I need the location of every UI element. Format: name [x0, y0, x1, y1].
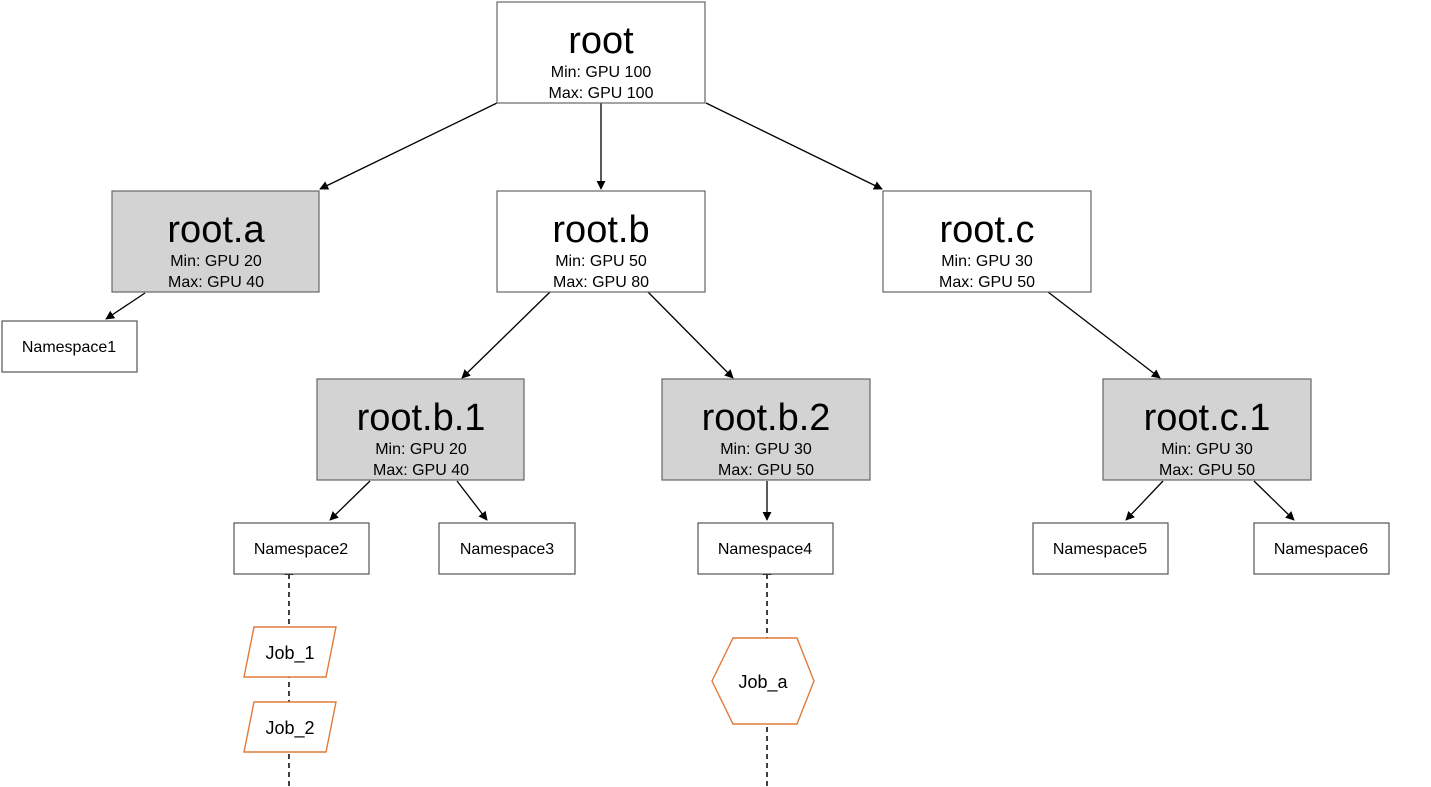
- edge-root-c1-to-namespace5: [1125, 480, 1164, 521]
- queue-root-name: root: [568, 20, 634, 62]
- queue-root-b-1-max: Max: GPU 40: [373, 462, 469, 479]
- queue-root-c-1[interactable]: root.c.1 Min: GPU 30 Max: GPU 50: [1102, 378, 1312, 481]
- edge-root-to-root-c: [705, 102, 883, 190]
- queue-root-c-1-min: Min: GPU 30: [1161, 441, 1253, 458]
- queue-root-a-min: Min: GPU 20: [170, 253, 262, 270]
- edge-root-to-root-a: [319, 102, 498, 190]
- queue-root-a-max: Max: GPU 40: [168, 274, 264, 291]
- namespace-6-label: Namespace6: [1274, 541, 1368, 558]
- queue-root[interactable]: root Min: GPU 100 Max: GPU 100: [496, 1, 706, 104]
- namespace-2-label: Namespace2: [254, 541, 348, 558]
- job-edges: [284, 566, 772, 786]
- job-2[interactable]: Job_2: [243, 701, 337, 753]
- queue-root-c-max: Max: GPU 50: [939, 274, 1035, 291]
- edge-root-b-to-root-b1: [461, 291, 551, 379]
- namespace-3-label: Namespace3: [460, 541, 554, 558]
- queue-root-b-2[interactable]: root.b.2 Min: GPU 30 Max: GPU 50: [661, 378, 871, 481]
- queue-root-c-name: root.c: [939, 209, 1034, 251]
- edge-root-a-to-namespace1: [105, 292, 146, 320]
- job-2-label: Job_2: [265, 718, 314, 739]
- queue-root-c-min: Min: GPU 30: [941, 253, 1033, 270]
- edge-root-b1-to-namespace3: [456, 480, 488, 521]
- queue-root-c-1-max: Max: GPU 50: [1159, 462, 1255, 479]
- namespace-5[interactable]: Namespace5: [1032, 522, 1169, 575]
- edge-root-c-to-root-c1: [1047, 291, 1161, 379]
- queue-root-b-2-min: Min: GPU 30: [720, 441, 812, 458]
- job-a-label: Job_a: [738, 672, 788, 693]
- queue-root-b-2-name: root.b.2: [702, 397, 831, 439]
- queue-root-b-1[interactable]: root.b.1 Min: GPU 20 Max: GPU 40: [316, 378, 525, 481]
- queue-root-c[interactable]: root.c Min: GPU 30 Max: GPU 50: [882, 190, 1092, 293]
- edges: [105, 102, 1295, 521]
- queue-root-b-2-max: Max: GPU 50: [718, 462, 814, 479]
- job-1-label: Job_1: [265, 643, 314, 664]
- queue-root-a[interactable]: root.a Min: GPU 20 Max: GPU 40: [111, 190, 320, 293]
- edge-root-b1-to-namespace2: [329, 480, 371, 521]
- queue-root-b-1-name: root.b.1: [357, 397, 486, 439]
- queue-root-b-name: root.b: [552, 209, 649, 251]
- namespace-6[interactable]: Namespace6: [1253, 522, 1390, 575]
- queue-root-b[interactable]: root.b Min: GPU 50 Max: GPU 80: [496, 190, 706, 293]
- edge-root-b-to-root-b2: [647, 291, 734, 379]
- queue-root-a-name: root.a: [167, 209, 265, 251]
- namespace-1[interactable]: Namespace1: [1, 320, 138, 373]
- job-a[interactable]: Job_a: [711, 637, 815, 725]
- namespace-4-label: Namespace4: [718, 541, 812, 558]
- namespace-3[interactable]: Namespace3: [438, 522, 576, 575]
- edge-root-c1-to-namespace6: [1253, 480, 1295, 521]
- queue-root-max: Max: GPU 100: [549, 85, 654, 102]
- queue-root-b-1-min: Min: GPU 20: [375, 441, 467, 458]
- queue-root-min: Min: GPU 100: [551, 64, 652, 81]
- namespace-2[interactable]: Namespace2: [233, 522, 370, 575]
- namespace-4[interactable]: Namespace4: [697, 522, 834, 575]
- namespace-1-label: Namespace1: [22, 339, 116, 356]
- namespace-5-label: Namespace5: [1053, 541, 1147, 558]
- queue-root-b-max: Max: GPU 80: [553, 274, 649, 291]
- queue-root-b-min: Min: GPU 50: [555, 253, 647, 270]
- queue-root-c-1-name: root.c.1: [1144, 397, 1271, 439]
- job-1[interactable]: Job_1: [243, 626, 337, 678]
